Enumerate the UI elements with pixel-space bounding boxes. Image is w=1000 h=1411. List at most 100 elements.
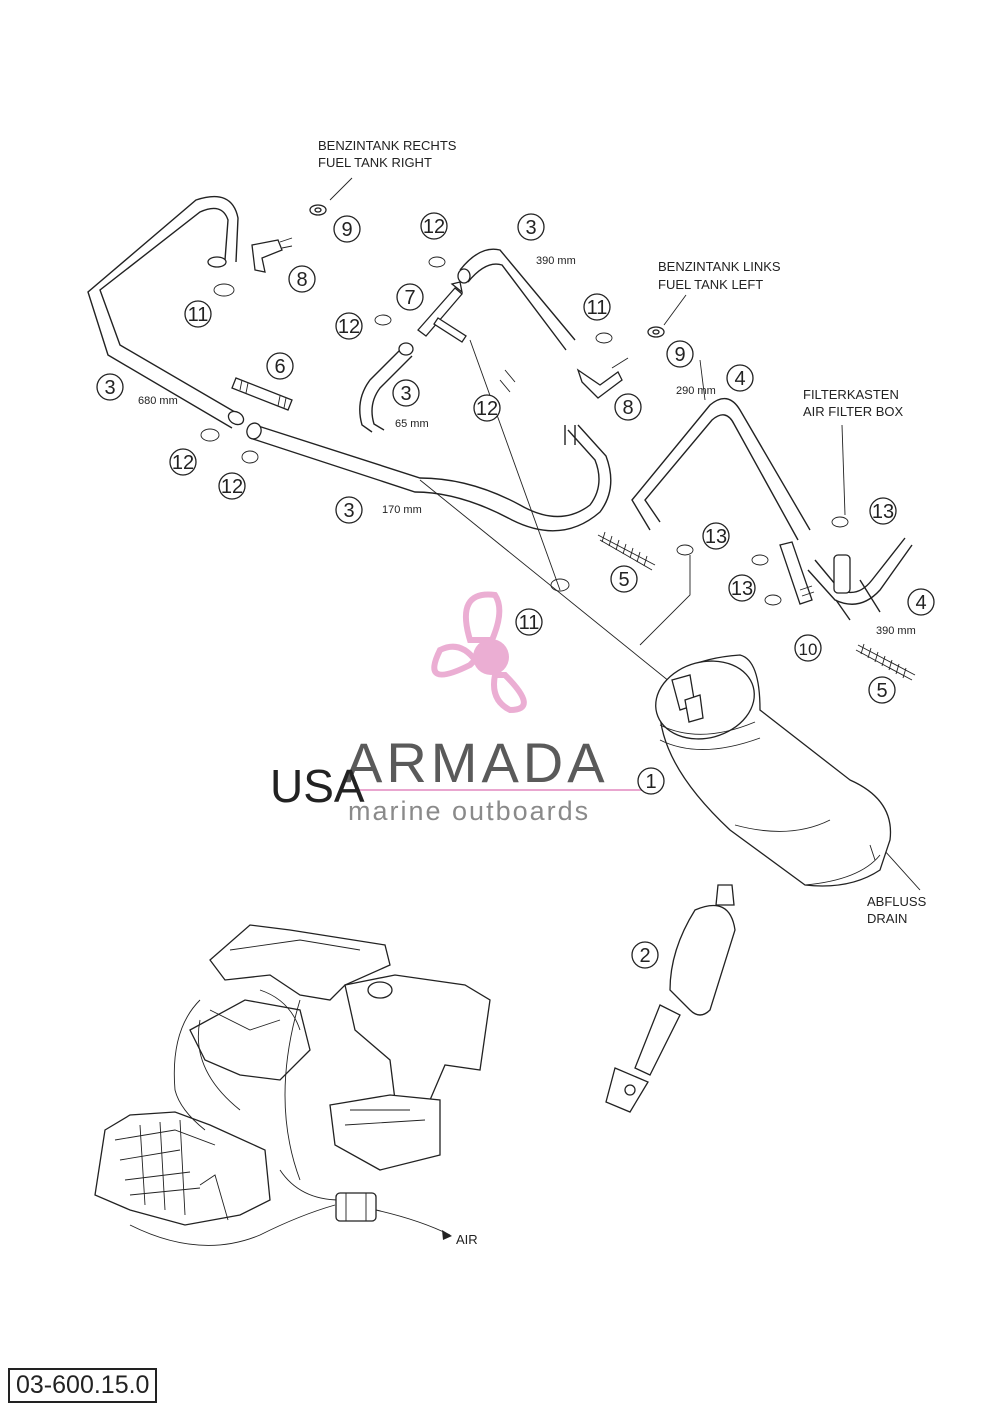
svg-text:8: 8: [296, 269, 307, 291]
label-air: AIR: [456, 1232, 478, 1247]
engine-assembly: [94, 924, 491, 1246]
svg-text:3: 3: [104, 377, 115, 399]
watermark: ARMADA marine outboards USA: [270, 591, 650, 826]
charcoal-canister: [655, 654, 892, 887]
svg-text:3: 3: [343, 500, 354, 522]
washer-left-hole: [652, 329, 660, 335]
hose-390mm-upper: [457, 248, 576, 351]
callout-12: 12: [169, 448, 197, 476]
hose-stub: [564, 425, 576, 445]
dim-65mm: 65 mm: [395, 418, 429, 430]
svg-text:3: 3: [525, 217, 536, 239]
callout-3: 3: [335, 496, 363, 524]
filter-tube: [779, 541, 815, 605]
svg-text:7: 7: [404, 287, 415, 309]
dim-390mm-upper: 390 mm: [536, 255, 576, 267]
reference-number: 03-600.15.0: [8, 1368, 158, 1403]
svg-text:13: 13: [872, 501, 894, 523]
svg-text:12: 12: [338, 316, 360, 338]
callout-2: 2: [631, 941, 659, 969]
propeller-logo-icon: [431, 591, 527, 714]
svg-text:8: 8: [622, 397, 633, 419]
small-filter: [335, 1192, 452, 1240]
svg-text:11: 11: [519, 612, 540, 634]
svg-text:5: 5: [876, 680, 887, 702]
svg-text:2: 2: [639, 945, 650, 967]
hose-clamps: [200, 256, 849, 606]
connector-pipe: [231, 377, 293, 411]
svg-text:6: 6: [274, 356, 285, 378]
svg-text:1: 1: [645, 771, 656, 793]
t-piece: [417, 281, 467, 343]
callout-3: 3: [517, 213, 545, 241]
hose-290mm: [631, 397, 811, 541]
svg-text:9: 9: [674, 344, 685, 366]
hose-390mm-right: [807, 537, 913, 621]
springs: [597, 531, 916, 681]
callout-6: 6: [266, 352, 294, 380]
callout-11: 11: [184, 300, 212, 328]
washer-right-hole: [314, 207, 322, 213]
angle-fitting-right: [251, 237, 293, 273]
label-fuel-tank-right-en: FUEL TANK RIGHT: [318, 155, 432, 170]
callout-12: 12: [335, 312, 363, 340]
svg-text:5: 5: [618, 569, 629, 591]
brand-region: USA: [270, 760, 365, 812]
svg-text:12: 12: [476, 398, 498, 420]
svg-text:12: 12: [221, 476, 243, 498]
hose-65mm: [359, 342, 414, 433]
callout-5: 5: [868, 676, 896, 704]
callout-3: 3: [392, 379, 420, 407]
svg-text:3: 3: [400, 383, 411, 405]
callout-9: 9: [666, 340, 694, 368]
check-valve: [605, 884, 736, 1113]
label-air-filter-de: FILTERKASTEN: [803, 387, 899, 402]
callout-11: 11: [583, 293, 611, 321]
svg-text:13: 13: [731, 578, 753, 600]
callout-3: 3: [96, 373, 124, 401]
callouts: 9 8 11 3 6 12 12 12 3 7 12 3 12 3 11 9 8…: [96, 212, 935, 969]
label-fuel-tank-right-de: BENZINTANK RECHTS: [318, 138, 457, 153]
label-air-filter-en: AIR FILTER BOX: [803, 404, 903, 419]
svg-text:4: 4: [734, 368, 745, 390]
callout-11: 11: [515, 608, 543, 636]
air-arrow-icon: [442, 1230, 452, 1240]
callout-13: 13: [869, 497, 897, 525]
dim-290mm: 290 mm: [676, 385, 716, 397]
angle-fitting-left: [576, 357, 629, 399]
brand-tagline: marine outboards: [348, 796, 590, 826]
label-drain-en: DRAIN: [867, 911, 907, 926]
dim-680mm: 680 mm: [138, 395, 178, 407]
callout-9: 9: [333, 215, 361, 243]
svg-text:9: 9: [341, 219, 352, 241]
svg-text:11: 11: [587, 297, 608, 319]
dim-170mm: 170 mm: [382, 504, 422, 516]
label-fuel-tank-left-en: FUEL TANK LEFT: [658, 277, 763, 292]
callout-12: 12: [473, 394, 501, 422]
dim-390mm-right: 390 mm: [876, 625, 916, 637]
callout-5: 5: [610, 565, 638, 593]
callout-1: 1: [637, 767, 665, 795]
label-fuel-tank-left-de: BENZINTANK LINKS: [658, 259, 781, 274]
callout-4: 4: [726, 364, 754, 392]
svg-text:11: 11: [188, 304, 209, 326]
callout-4: 4: [907, 588, 935, 616]
brand-name: ARMADA: [345, 731, 609, 794]
svg-text:4: 4: [915, 592, 926, 614]
callout-7: 7: [396, 283, 424, 311]
svg-text:10: 10: [799, 640, 818, 659]
label-drain-de: ABFLUSS: [867, 894, 927, 909]
callout-8: 8: [288, 265, 316, 293]
hose-170mm: [246, 422, 612, 532]
callout-13: 13: [702, 522, 730, 550]
svg-text:12: 12: [423, 216, 445, 238]
callout-12: 12: [218, 472, 246, 500]
callout-10: 10: [794, 634, 822, 662]
svg-text:13: 13: [705, 526, 727, 548]
brand-underline: [350, 789, 650, 791]
svg-text:12: 12: [172, 452, 194, 474]
callout-13: 13: [728, 574, 756, 602]
callout-8: 8: [614, 393, 642, 421]
hose-680mm: [87, 195, 245, 429]
